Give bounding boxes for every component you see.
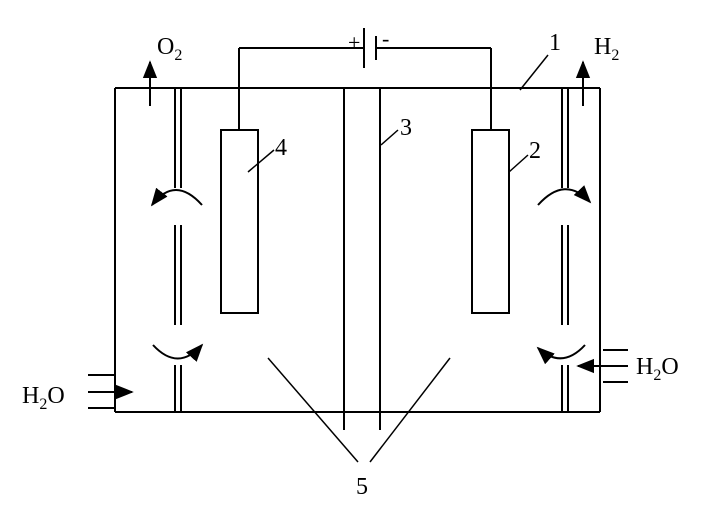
cathode-electrode: [471, 129, 510, 314]
circulation-arrow-left-top: [150, 187, 203, 207]
central-diaphragm: [343, 88, 381, 430]
o2-label: O2: [157, 34, 182, 64]
right-water-inlet: [576, 349, 628, 383]
leader-line-3: [380, 129, 399, 146]
left-water-inlet: [88, 374, 134, 409]
leader-line-4: [247, 149, 275, 173]
anode-electrode: [220, 129, 259, 314]
label-4: 4: [275, 135, 287, 161]
circulation-arrow-right-top: [537, 185, 592, 206]
leader-line-2: [508, 154, 529, 173]
leader-line-5a: [267, 357, 359, 463]
external-circuit: [238, 47, 492, 130]
circulation-arrow-left-bottom: [152, 343, 204, 362]
left-partition: [174, 88, 182, 412]
leader-line-5b: [369, 357, 451, 463]
h2o-left-label: H2O: [22, 383, 65, 413]
label-3: 3: [400, 115, 412, 141]
circulation-arrow-right-bottom: [536, 344, 586, 365]
battery-symbol: [363, 28, 377, 68]
label-1: 1: [549, 30, 561, 56]
h2-label: H2: [594, 34, 619, 64]
right-partition: [561, 88, 569, 412]
leader-line-1: [519, 54, 549, 91]
label-2: 2: [529, 138, 541, 164]
label-5: 5: [356, 474, 368, 500]
h2o-right-label: H2O: [636, 354, 679, 384]
minus-sign: -: [382, 26, 389, 51]
plus-sign: +: [348, 30, 360, 55]
cell-housing: [114, 87, 601, 413]
